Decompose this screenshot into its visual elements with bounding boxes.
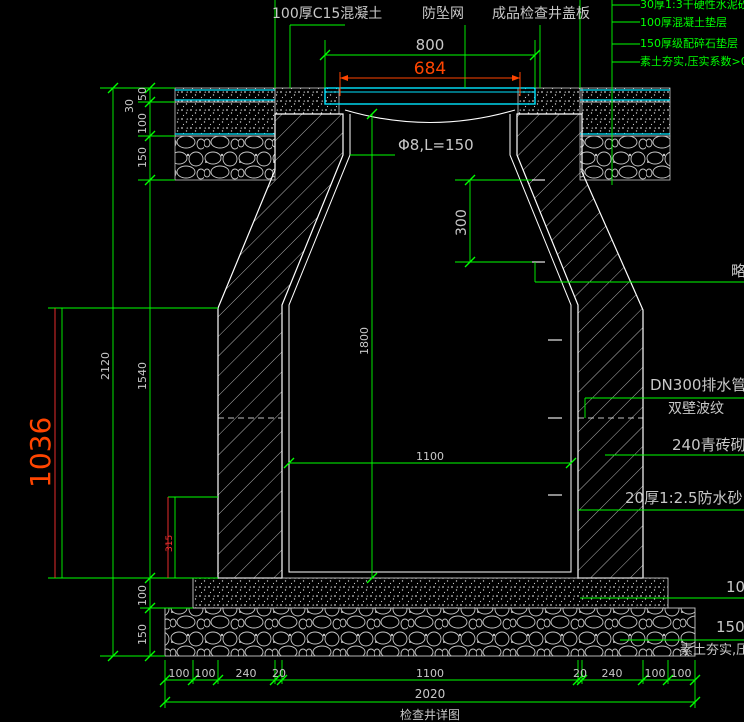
dim-1036: 1036 bbox=[24, 417, 57, 488]
dim-300: 300 bbox=[454, 209, 470, 236]
dim-315: 315 bbox=[165, 535, 175, 552]
label-soil: 素土夯实,压 bbox=[680, 643, 744, 658]
bottom-dim-segment: 100 bbox=[645, 667, 666, 680]
bottom-dim-segment: 240 bbox=[236, 667, 257, 680]
dim-800: 800 bbox=[416, 36, 445, 54]
legend-line1: 30厚1:3干硬性水泥砂浆 bbox=[640, 0, 744, 11]
dim-base-100: 100 bbox=[136, 585, 149, 606]
bottom-dim-segment: 240 bbox=[602, 667, 623, 680]
label-plaster: 20厚1:2.5防水砂 bbox=[625, 489, 743, 507]
dimension-lines bbox=[48, 0, 744, 708]
dim-1100-inner: 1100 bbox=[416, 450, 444, 463]
drawing-caption: 检查井详图 bbox=[400, 707, 460, 722]
base-slabs bbox=[164, 577, 696, 657]
dim-base-150: 150 bbox=[136, 624, 149, 645]
label-manhole-cover: 成品检查井盖板 bbox=[492, 6, 590, 22]
bottom-dim-segment: 20 bbox=[272, 667, 286, 680]
bottom-dim-segment: 100 bbox=[671, 667, 692, 680]
label-pipe: DN300排水管 bbox=[650, 376, 744, 394]
dim-684: 684 bbox=[414, 59, 446, 79]
dimension-ticks bbox=[107, 49, 701, 708]
red-dimensions bbox=[54, 72, 521, 578]
dim-2120: 2120 bbox=[99, 352, 112, 380]
dim-rebar: Φ8,L=150 bbox=[398, 136, 474, 154]
label-pipe-sub: 双壁波纹 bbox=[668, 401, 724, 417]
bottom-dimension-labels: 100 100 240 20 1100 20 240 100 100 bbox=[169, 667, 692, 680]
anti-fall-net-curve bbox=[344, 109, 516, 124]
label-concrete: 100厚C15混凝土 bbox=[272, 6, 382, 22]
dim-layer-50: 50 bbox=[136, 87, 149, 101]
label-base-150: 150 bbox=[716, 618, 744, 636]
bottom-dim-segment: 100 bbox=[195, 667, 216, 680]
ground-layers-right bbox=[579, 87, 671, 181]
label-anti-fall-net: 防坠网 bbox=[422, 6, 464, 22]
dim-layer-150: 150 bbox=[136, 147, 149, 168]
legend-line4: 素土夯实,压实系数>0.93 bbox=[640, 54, 744, 68]
bottom-dim-segment: 100 bbox=[169, 667, 190, 680]
text-layer: 100厚C15混凝土 防坠网 成品检查井盖板 30厚1:3干硬性水泥砂浆 100… bbox=[24, 0, 744, 722]
legend-line2: 100厚混凝土垫层 bbox=[640, 15, 727, 29]
dim-1540: 1540 bbox=[136, 362, 149, 390]
label-base-100: 10 bbox=[726, 578, 744, 596]
dim-total-2020: 2020 bbox=[415, 687, 446, 701]
bottom-dim-segment: 1100 bbox=[416, 667, 444, 680]
dim-1800: 1800 bbox=[358, 327, 371, 355]
ground-layers-left bbox=[174, 87, 276, 181]
label-brick: 240青砖砌 bbox=[672, 436, 744, 454]
dim-layer-30: 30 bbox=[123, 99, 136, 113]
dim-layer-100: 100 bbox=[136, 113, 149, 134]
manhole-walls bbox=[217, 113, 644, 579]
manhole-cover bbox=[324, 87, 536, 124]
label-lue: 略 bbox=[731, 262, 744, 280]
legend-line3: 150厚级配碎石垫层 bbox=[640, 36, 738, 50]
step-rungs bbox=[532, 179, 562, 496]
bottom-dim-segment: 20 bbox=[573, 667, 587, 680]
